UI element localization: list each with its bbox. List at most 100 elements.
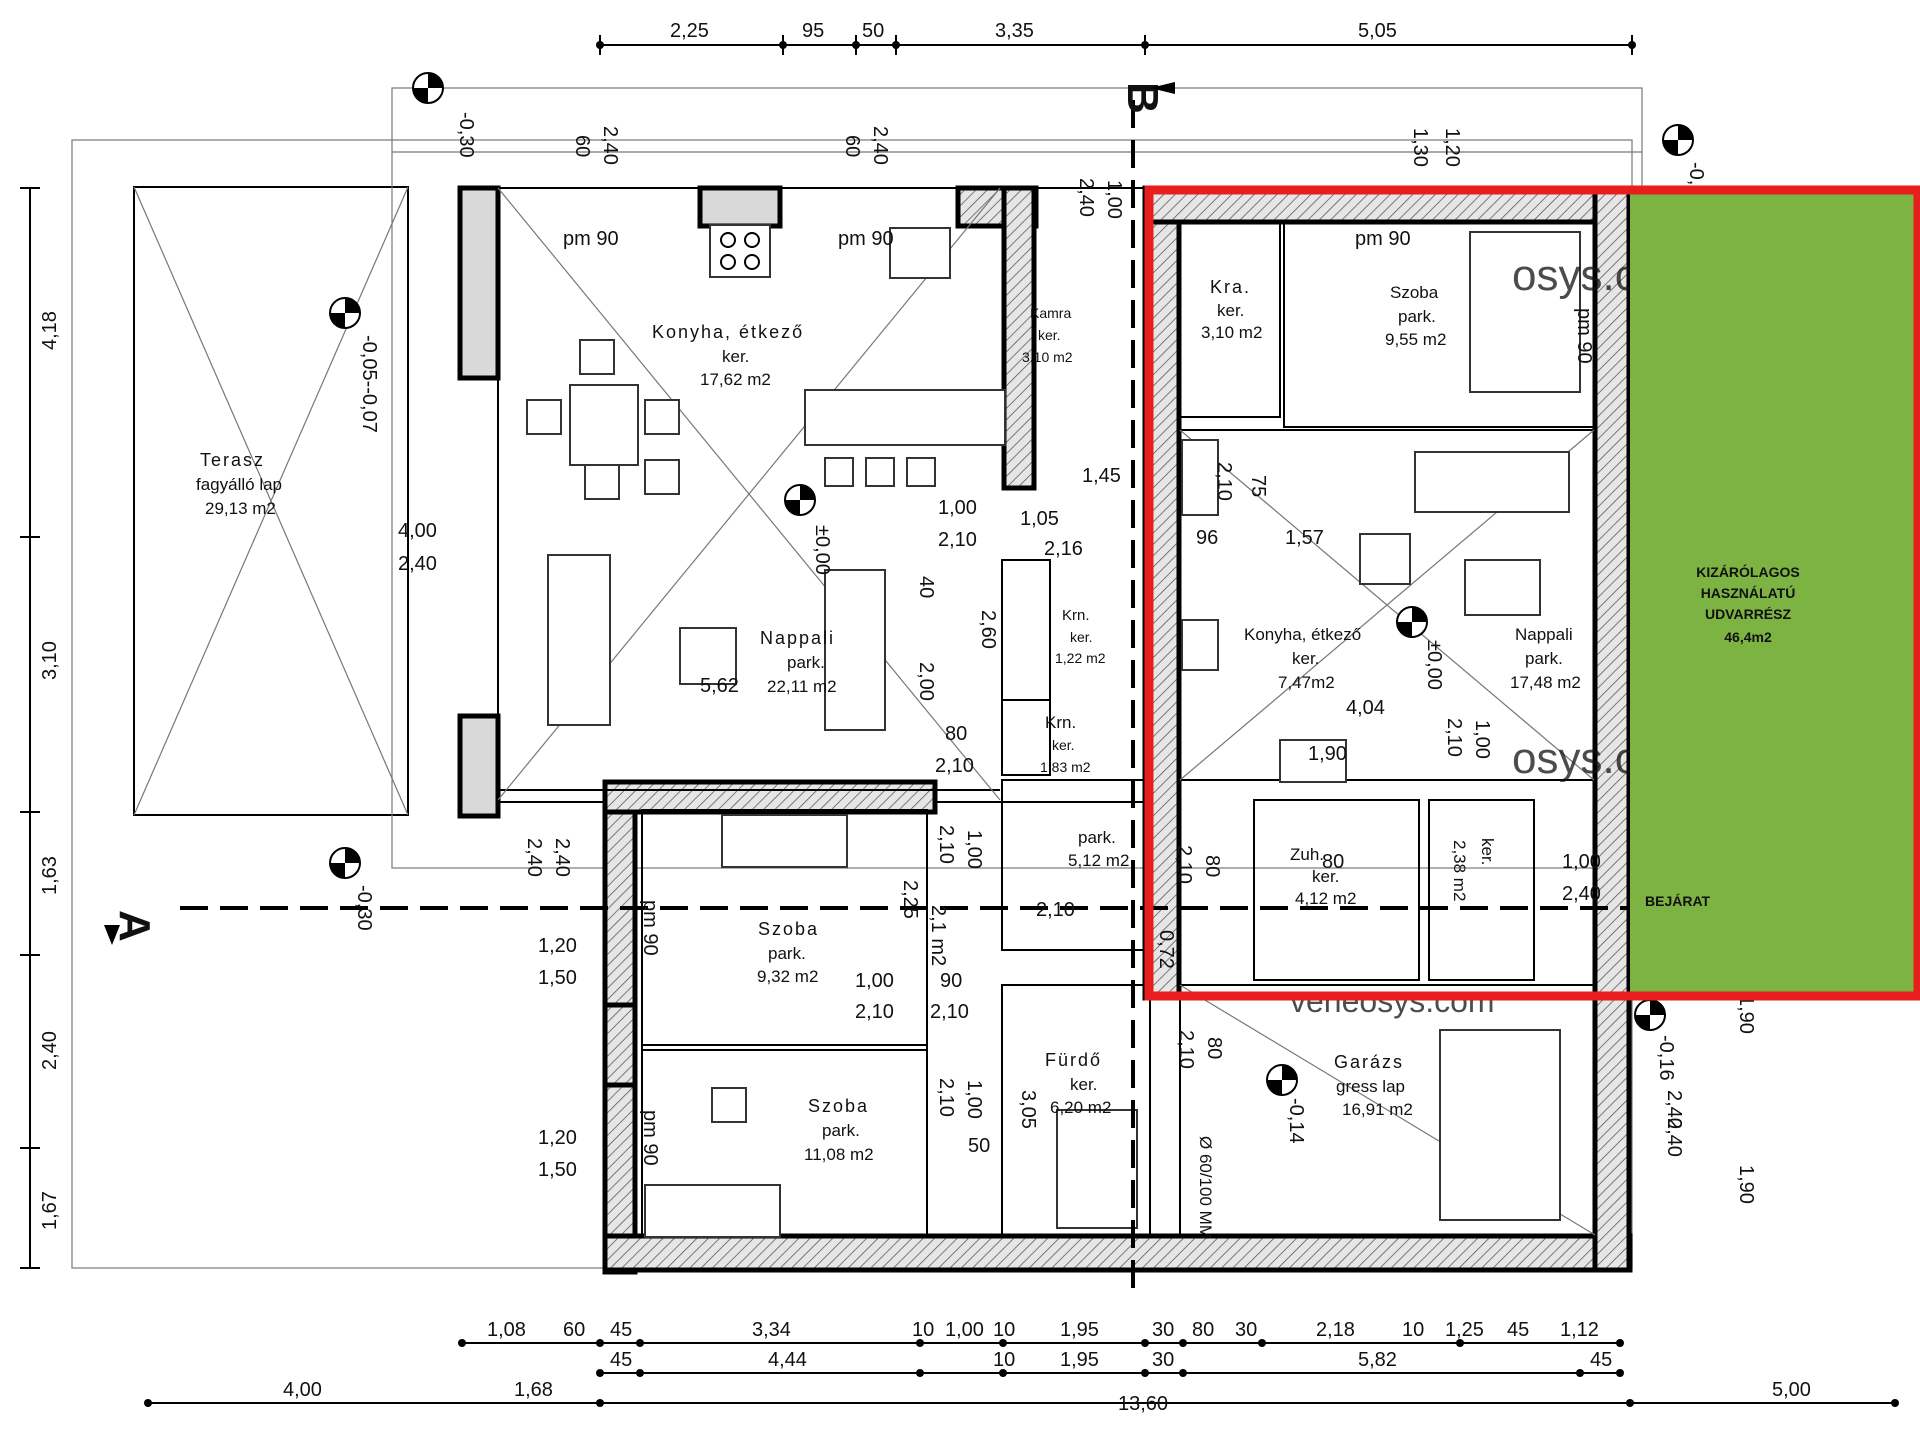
bed-icon-2 [644, 1184, 781, 1238]
left-unit-labels: Konyha, étkező ker. 17,62 m2 Kamra ker. … [652, 305, 1129, 1164]
note-d562: 5,62 [700, 675, 739, 697]
bottom-r1-8: 1,95 [1060, 1319, 1099, 1341]
level-marker-icon [1662, 124, 1694, 156]
note-d210i: 2,10 [1173, 845, 1195, 884]
top-dim-1: 2,25 [670, 20, 709, 42]
level-terrace: -0,05--0,07 [358, 335, 380, 433]
note-d50: 50 [968, 1135, 990, 1157]
terasz-area: 29,13 m2 [205, 499, 276, 518]
note-d120b: 1,20 [538, 1127, 577, 1149]
level-marker-icon [1634, 999, 1666, 1031]
note-d150b: 1,50 [538, 1159, 577, 1181]
furdo-area: 6,20 m2 [1050, 1098, 1111, 1117]
level-right-low: -0,16 [1655, 1035, 1677, 1081]
krn2-material: ker. [1052, 737, 1075, 753]
bed-icon [721, 814, 848, 868]
terasz-name: Terasz [200, 450, 265, 470]
bottom-r1-14: 1,25 [1445, 1319, 1484, 1341]
right-unit-labels: Kra. ker. 3,10 m2 Szoba park. 9,55 m2 Ko… [1201, 277, 1581, 1119]
konyha-right-material: ker. [1292, 649, 1319, 668]
yard-title-line-2: HASZNÁLATÚ [1701, 584, 1796, 601]
table-icon [1464, 559, 1541, 616]
bottom-r3-4: 5,00 [1772, 1379, 1811, 1401]
kamra-name: Kamra [1030, 305, 1071, 321]
note-pm90-c: pm 90 [1355, 228, 1411, 250]
bottom-r2-3: 10 [993, 1349, 1015, 1371]
level-marker-icon [329, 847, 361, 879]
section-lines: B A [104, 82, 1640, 1300]
szoba-right-area: 9,55 m2 [1385, 330, 1446, 349]
note-d120a: 1,20 [538, 935, 577, 957]
note-d100b: 1,00 [1471, 720, 1493, 759]
note-d75: 75 [1247, 475, 1269, 497]
zuh-name: Zuh. [1290, 845, 1324, 864]
level-tl: -0,30 [455, 112, 477, 158]
konyha-left-material: ker. [722, 347, 749, 366]
top-dim-2: 95 [802, 20, 824, 42]
zuh-area: 4,12 m2 [1295, 889, 1356, 908]
note-d150a: 1,50 [538, 967, 577, 989]
konyha-right-area: 7,47m2 [1278, 673, 1335, 692]
note-d100d: 1,00 [963, 1080, 985, 1119]
bottom-r1-6: 1,00 [945, 1319, 984, 1341]
exclusive-yard-area [1630, 190, 1918, 996]
level-marker-icon [329, 297, 361, 329]
note-pm90-f: pm 90 [639, 1110, 661, 1166]
bottom-r2-6: 5,82 [1358, 1349, 1397, 1371]
note-d157: 1,57 [1285, 527, 1324, 549]
note-d60b: 60 [841, 135, 863, 157]
garazs-material: gress lap [1336, 1077, 1405, 1096]
note-d210k: 2,10 [1036, 899, 1075, 921]
note-d240a: 2,40 [398, 553, 437, 575]
note-d200: 2,00 [915, 662, 937, 701]
note-d80a: 80 [945, 723, 967, 745]
bottom-r3-1: 4,00 [283, 1379, 322, 1401]
note-d240d: 2,40 [1663, 1118, 1685, 1157]
left-dim-4: 2,40 [39, 1031, 61, 1070]
note-d240c: 2,40 [1663, 1090, 1685, 1129]
bottom-r3-3: 13,60 [1118, 1393, 1168, 1415]
nappali-right-material: park. [1525, 649, 1563, 668]
szoba2-material: park. [822, 1121, 860, 1140]
note-pm90-e: pm 90 [639, 900, 661, 956]
note-chimney: Ø 60/100 MM [1196, 1136, 1215, 1239]
note-d240f: 2,40 [599, 126, 621, 165]
kamra-material: ker. [1038, 327, 1061, 343]
bottom-r1-4: 3,34 [752, 1319, 791, 1341]
krn1-name: Krn. [1062, 607, 1090, 624]
note-d96: 96 [1196, 527, 1218, 549]
note-d305: 3,05 [1017, 1090, 1039, 1129]
left-dim-2: 3,10 [39, 641, 61, 680]
kra-right-area: 3,10 m2 [1201, 323, 1262, 342]
note-d240g: 2,40 [869, 126, 891, 165]
note-d400: 4,00 [398, 520, 437, 542]
note-d105: 1,05 [1020, 508, 1059, 530]
note-d216: 2,16 [1044, 538, 1083, 560]
nappali-left-material: park. [787, 653, 825, 672]
park-hall-name: park. [1078, 828, 1116, 847]
note-d210b: 2,10 [935, 755, 974, 777]
note-d190b: 1,90 [1735, 1165, 1757, 1204]
bottom-r1-2: 60 [563, 1319, 585, 1341]
note-d145: 1,45 [1082, 465, 1121, 487]
bottom-r2-5: 30 [1152, 1349, 1174, 1371]
konyha-right-name: Konyha, étkező [1244, 625, 1361, 644]
level-right-living: ±0,00 [1423, 640, 1445, 690]
szoba1-material: park. [768, 944, 806, 963]
note-d80c: 80 [1201, 855, 1223, 877]
bottom-r2-4: 1,95 [1060, 1349, 1099, 1371]
watermark-3: veneosys.com [1290, 983, 1495, 1019]
nappali-left-name: Nappali [760, 628, 835, 648]
sink-icon-2 [1181, 439, 1219, 516]
level-left-low: -0,30 [353, 885, 375, 931]
ker-small-area: 2,38 m2 [1450, 840, 1469, 901]
bottom-r1-11: 30 [1235, 1319, 1257, 1341]
note-d80d: 80 [1322, 851, 1344, 873]
note-d210c: 2,10 [1213, 462, 1235, 501]
highlighted-unit-frame [1144, 185, 1920, 1001]
bottom-r1-3: 45 [610, 1319, 632, 1341]
note-d404: 4,04 [1346, 697, 1385, 719]
chair-icon [711, 1087, 747, 1123]
terasz-material: fagyálló lap [196, 475, 282, 494]
